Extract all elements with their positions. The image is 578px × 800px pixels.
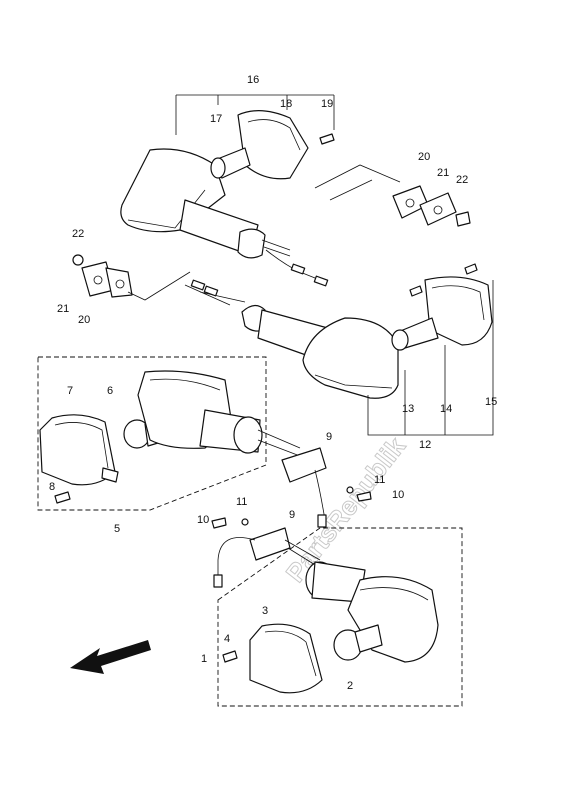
label-9-upper: 9: [326, 431, 332, 443]
label-22-right: 22: [456, 174, 468, 186]
label-11-upper: 11: [374, 474, 385, 486]
top-turn-signal-assembly: [120, 94, 335, 287]
label-2: 2: [347, 680, 353, 692]
label-9-lower: 9: [289, 509, 295, 521]
label-15: 15: [485, 396, 497, 408]
label-4: 4: [224, 633, 230, 645]
label-1: 1: [201, 653, 207, 665]
label-5: 5: [114, 523, 120, 535]
label-10-upper: 10: [392, 489, 404, 501]
bottom-turn-signal-assembly: [211, 517, 439, 694]
assembly-1-box: [217, 527, 463, 707]
label-3: 3: [262, 605, 268, 617]
grommet-set-right: [392, 185, 471, 227]
arrow-icon: [70, 640, 151, 674]
label-19: 19: [321, 98, 333, 110]
label-18: 18: [280, 98, 292, 110]
label-20-left: 20: [78, 314, 90, 326]
label-11-lower: 11: [236, 496, 247, 508]
grommet-set-left: [72, 254, 133, 298]
label-7: 7: [67, 385, 73, 397]
label-21-right: 21: [437, 167, 449, 179]
label-10-lower: 10: [197, 514, 209, 526]
label-21-left: 21: [57, 303, 69, 315]
label-8: 8: [49, 481, 55, 493]
label-6: 6: [107, 385, 113, 397]
left-turn-signal-assembly: [39, 370, 372, 528]
label-22-left: 22: [72, 228, 84, 240]
middle-turn-signal-assembly: [184, 263, 494, 436]
label-17: 17: [210, 113, 222, 125]
label-14: 14: [440, 403, 452, 415]
label-13: 13: [402, 403, 414, 415]
label-20-right: 20: [418, 151, 430, 163]
label-16: 16: [247, 74, 259, 86]
label-12: 12: [419, 439, 431, 451]
